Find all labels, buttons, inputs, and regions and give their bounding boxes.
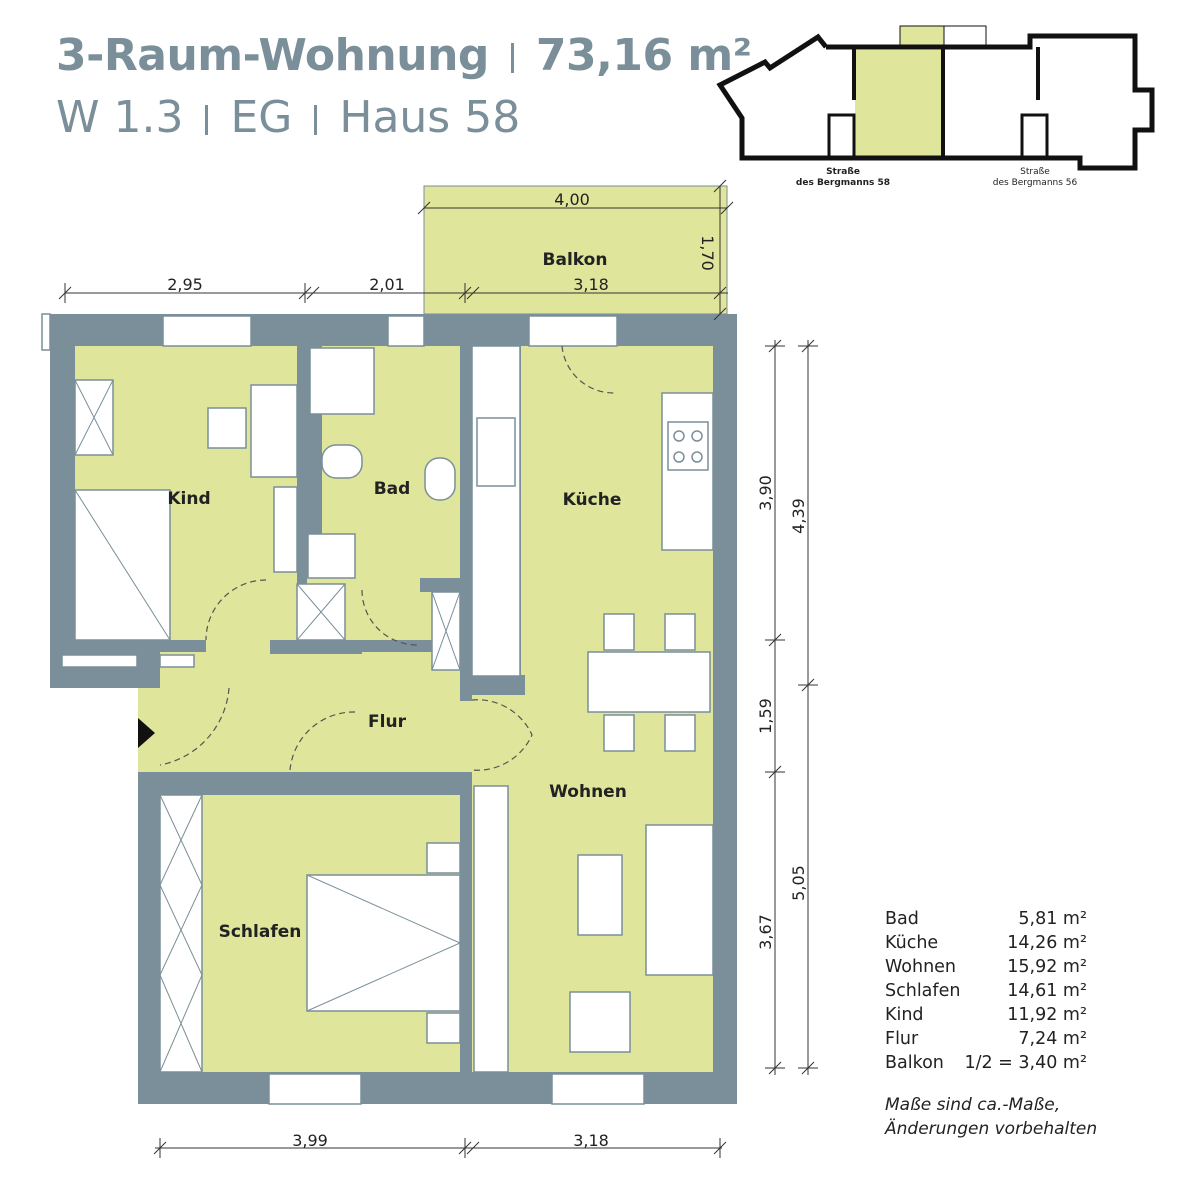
- room-label-schlafen: Schlafen: [219, 922, 302, 942]
- apartment-title: 3-Raum-Wohnung 73,16 m²: [56, 30, 752, 81]
- note-line-1: Maße sind ca.-Maße,: [885, 1095, 1061, 1115]
- key-plan-street-56-name: des Bergmanns 56: [993, 178, 1078, 188]
- area-value: 1/2 = 3,40 m²: [964, 1053, 1087, 1073]
- dim-right-1: 3,90: [756, 475, 775, 511]
- area-room: Flur: [885, 1029, 919, 1049]
- area-row: Balkon 1/2 = 3,40 m²: [885, 1051, 1087, 1075]
- house-number: Haus 58: [339, 92, 521, 143]
- area-room: Kind: [885, 1005, 924, 1025]
- area-value: 5,81 m²: [1018, 909, 1087, 929]
- door-swings: [138, 345, 615, 771]
- room-label-kind: Kind: [167, 489, 210, 509]
- key-plan-street-58: Straße: [826, 167, 860, 177]
- divider: [314, 105, 318, 135]
- area-value: 15,92 m²: [1007, 957, 1087, 977]
- dim-right-3: 3,67: [756, 914, 775, 950]
- interior-walls: [50, 346, 525, 1072]
- area-row: Flur 7,24 m²: [885, 1027, 1087, 1051]
- dim-bottom-2: 3,18: [573, 1131, 609, 1150]
- dim-bottom-1: 3,99: [292, 1131, 328, 1150]
- area-room: Schlafen: [885, 981, 961, 1001]
- area-value: 14,26 m²: [1007, 933, 1087, 953]
- dim-balkon-depth: 1,70: [698, 235, 717, 271]
- room-label-kueche: Küche: [563, 490, 622, 510]
- area-row: Schlafen 14,61 m²: [885, 979, 1087, 1003]
- dim-balkon-width: 4,00: [554, 190, 590, 209]
- dim-top-3: 3,18: [573, 275, 609, 294]
- windows: [41, 313, 645, 1105]
- divider: [510, 43, 514, 73]
- area-room: Balkon: [885, 1053, 944, 1073]
- room-label-balkon: Balkon: [543, 250, 608, 270]
- dimension-lines: [58, 179, 818, 1158]
- title-type: 3-Raum-Wohnung: [56, 30, 489, 81]
- title-area: 73,16 m²: [535, 30, 752, 81]
- disclaimer-note: Maße sind ca.-Maße, Änderungen vorbehalt…: [885, 1093, 1097, 1141]
- key-plan-street-56: Straße: [1020, 167, 1050, 177]
- room-label-flur: Flur: [368, 712, 407, 732]
- furniture: [74, 345, 714, 1073]
- area-value: 14,61 m²: [1007, 981, 1087, 1001]
- key-plan: Straße des Bergmanns 58 Straße des Bergm…: [716, 25, 1155, 188]
- dim-right-2: 1,59: [756, 698, 775, 734]
- dim-right-outer-1: 4,39: [789, 498, 808, 534]
- divider: [205, 105, 209, 135]
- area-row: Bad 5,81 m²: [885, 907, 1087, 931]
- unit-number: W 1.3: [56, 92, 184, 143]
- dim-top-1: 2,95: [167, 275, 203, 294]
- dim-right-outer-2: 5,05: [789, 865, 808, 901]
- dim-top-2: 2,01: [369, 275, 405, 294]
- note-line-2: Änderungen vorbehalten: [885, 1119, 1098, 1139]
- area-value: 11,92 m²: [1007, 1005, 1087, 1025]
- area-value: 7,24 m²: [1018, 1029, 1087, 1049]
- entrance-arrow-icon: [138, 718, 155, 748]
- area-room: Küche: [885, 933, 939, 953]
- apartment-subtitle: W 1.3 EG Haus 58: [56, 92, 520, 143]
- area-row: Kind 11,92 m²: [885, 1003, 1087, 1027]
- area-row: Wohnen 15,92 m²: [885, 955, 1087, 979]
- floor-level: EG: [230, 92, 293, 143]
- key-plan-street-58-name: des Bergmanns 58: [796, 178, 890, 188]
- room-label-wohnen: Wohnen: [549, 782, 627, 802]
- area-room: Bad: [885, 909, 919, 929]
- area-row: Küche 14,26 m²: [885, 931, 1087, 955]
- area-room: Wohnen: [885, 957, 957, 977]
- room-label-bad: Bad: [374, 479, 411, 499]
